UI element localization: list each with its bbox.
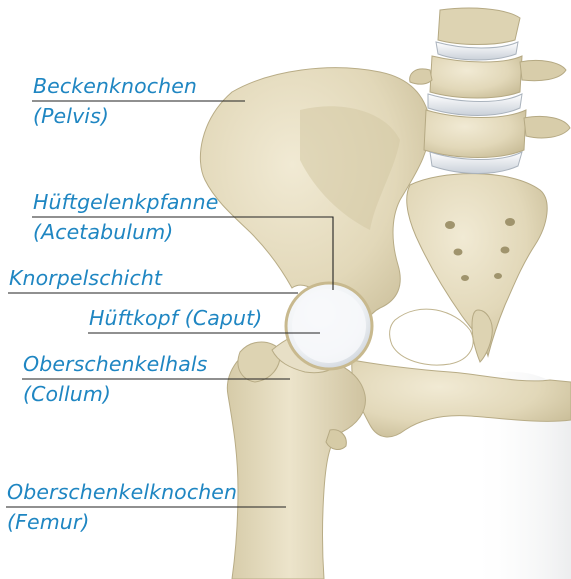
- label-pelvis-name: Beckenknochen: [33, 73, 197, 100]
- label-acetabulum-latin: (Acetabulum): [33, 219, 173, 246]
- label-neck-latin: (Collum): [23, 381, 111, 408]
- lumbar-spine: [410, 8, 570, 173]
- label-neck-name: Oberschenkelhals: [23, 351, 207, 378]
- femoral-head: [292, 289, 366, 363]
- label-femur-name: Oberschenkelknochen: [7, 479, 237, 506]
- label-pelvis-latin: (Pelvis): [33, 103, 109, 130]
- label-cartilage: Knorpelschicht: [9, 265, 162, 292]
- obturator-opening: [390, 309, 473, 365]
- label-femur-latin: (Femur): [7, 509, 90, 536]
- label-femoral-head: Hüftkopf (Caput): [89, 305, 262, 332]
- coccyx-bone: [472, 310, 492, 362]
- label-acetabulum-name: Hüftgelenkpfanne: [33, 189, 218, 216]
- lesser-trochanter: [326, 430, 346, 450]
